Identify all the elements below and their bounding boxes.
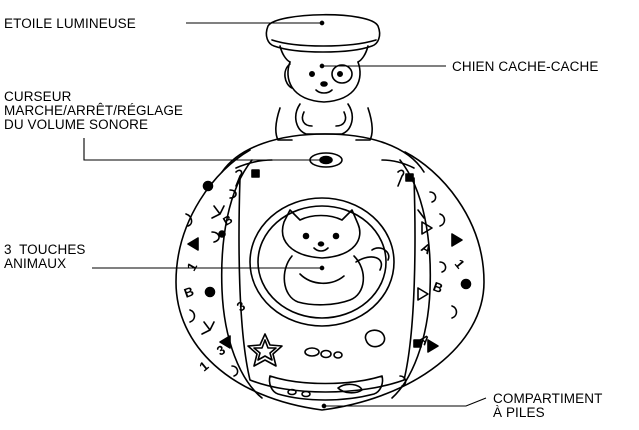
cat-nose	[319, 242, 324, 246]
cat-mouth	[314, 248, 328, 251]
dot-left-3	[219, 231, 225, 237]
dog-eye-left	[310, 72, 314, 76]
dog-eye-right	[338, 72, 342, 76]
tri-left-1	[188, 238, 198, 250]
star-cap-neck	[280, 46, 368, 62]
label-volume-switch-line-3: DU VOLUME SONORE	[4, 118, 183, 132]
leader-star-dot	[320, 21, 324, 25]
leader-switch	[84, 138, 322, 160]
label-chien-cache-cache-text: CHIEN CACHE-CACHE	[452, 60, 598, 74]
dog-body	[296, 104, 353, 134]
label-animal-keys-line-2: ANIMAUX	[4, 257, 86, 271]
dome-inner-left	[236, 160, 272, 168]
label-battery-line-1: COMPARTIMENT	[493, 392, 602, 406]
battery-screw-1	[288, 390, 296, 395]
marking-right-a-1: A	[419, 240, 435, 258]
marking-left-3-top: 3	[234, 298, 248, 315]
dot-left-2	[206, 288, 215, 297]
bubble-2	[321, 351, 331, 358]
globe-left-band	[222, 160, 262, 398]
cat-eye-right	[334, 234, 339, 239]
note-left-5	[212, 232, 219, 242]
dog-paw-right	[336, 112, 346, 126]
marking-left-b-1: B	[182, 284, 196, 301]
leader-battery-dot	[322, 404, 326, 408]
note-right-5	[440, 262, 446, 272]
note-right-2	[430, 192, 436, 202]
label-animal-keys: 3 TOUCHES ANIMAUX	[4, 243, 86, 271]
dog-tower-left	[276, 108, 292, 140]
leader-keys-dot	[320, 266, 324, 270]
dome-inner-right	[382, 160, 414, 168]
marking-right-1: 1	[452, 256, 468, 271]
globe-right-band	[392, 160, 430, 398]
marking-right-b-1: B	[431, 279, 445, 296]
label-volume-switch-line-1: CURSEUR	[4, 90, 183, 104]
note-left-8	[232, 366, 238, 376]
star-key-inner	[254, 340, 276, 360]
square-right-1	[406, 174, 413, 181]
label-battery-line-2: À PILES	[493, 406, 602, 420]
marking-left-1-top: 1	[184, 260, 201, 274]
label-etoile-lumineuse-text: ETOILE LUMINEUSE	[4, 17, 136, 31]
battery-compartment	[269, 376, 382, 400]
tri-right-1	[452, 234, 462, 246]
leader-switch-dot	[320, 158, 324, 162]
center-window-inner	[258, 206, 386, 318]
battery-screw-2	[302, 392, 310, 397]
bubble-1	[305, 348, 319, 356]
note-left-7	[202, 322, 214, 334]
dot-left-1	[204, 182, 213, 191]
cat-body	[284, 256, 363, 305]
label-volume-switch: CURSEUR MARCHE/ARRÊT/RÉGLAGE DU VOLUME S…	[4, 90, 183, 132]
label-battery-compartment: COMPARTIMENT À PILES	[493, 392, 602, 420]
label-etoile-lumineuse: ETOILE LUMINEUSE	[4, 17, 136, 31]
label-animal-keys-line-1: 3 TOUCHES	[4, 243, 86, 257]
cat-arm	[300, 274, 344, 283]
center-window	[250, 198, 394, 326]
square-left-1	[252, 170, 259, 177]
label-chien-cache-cache: CHIEN CACHE-CACHE	[452, 60, 598, 74]
cat-eye-left	[304, 234, 309, 239]
dog-mouth	[316, 90, 332, 93]
tri-right-3	[428, 340, 438, 352]
note-left-6	[190, 310, 195, 322]
note-right-6	[452, 306, 457, 318]
dog-paw-left	[302, 112, 312, 126]
tri-right-4	[418, 288, 428, 300]
dog-tower-right	[356, 108, 372, 140]
marking-left-b-2: B	[221, 212, 236, 229]
label-volume-switch-line-2: MARCHE/ARRÊT/RÉGLAGE	[4, 104, 183, 118]
dot-right-1	[462, 280, 471, 289]
shell-key	[365, 330, 384, 346]
note-right-1	[398, 170, 404, 186]
bubble-3	[334, 352, 342, 358]
leader-dog-dot	[320, 64, 324, 68]
star-cap-band	[272, 40, 376, 46]
star-key	[248, 334, 282, 366]
note-right-4	[440, 214, 445, 226]
dog-nose	[321, 82, 327, 86]
